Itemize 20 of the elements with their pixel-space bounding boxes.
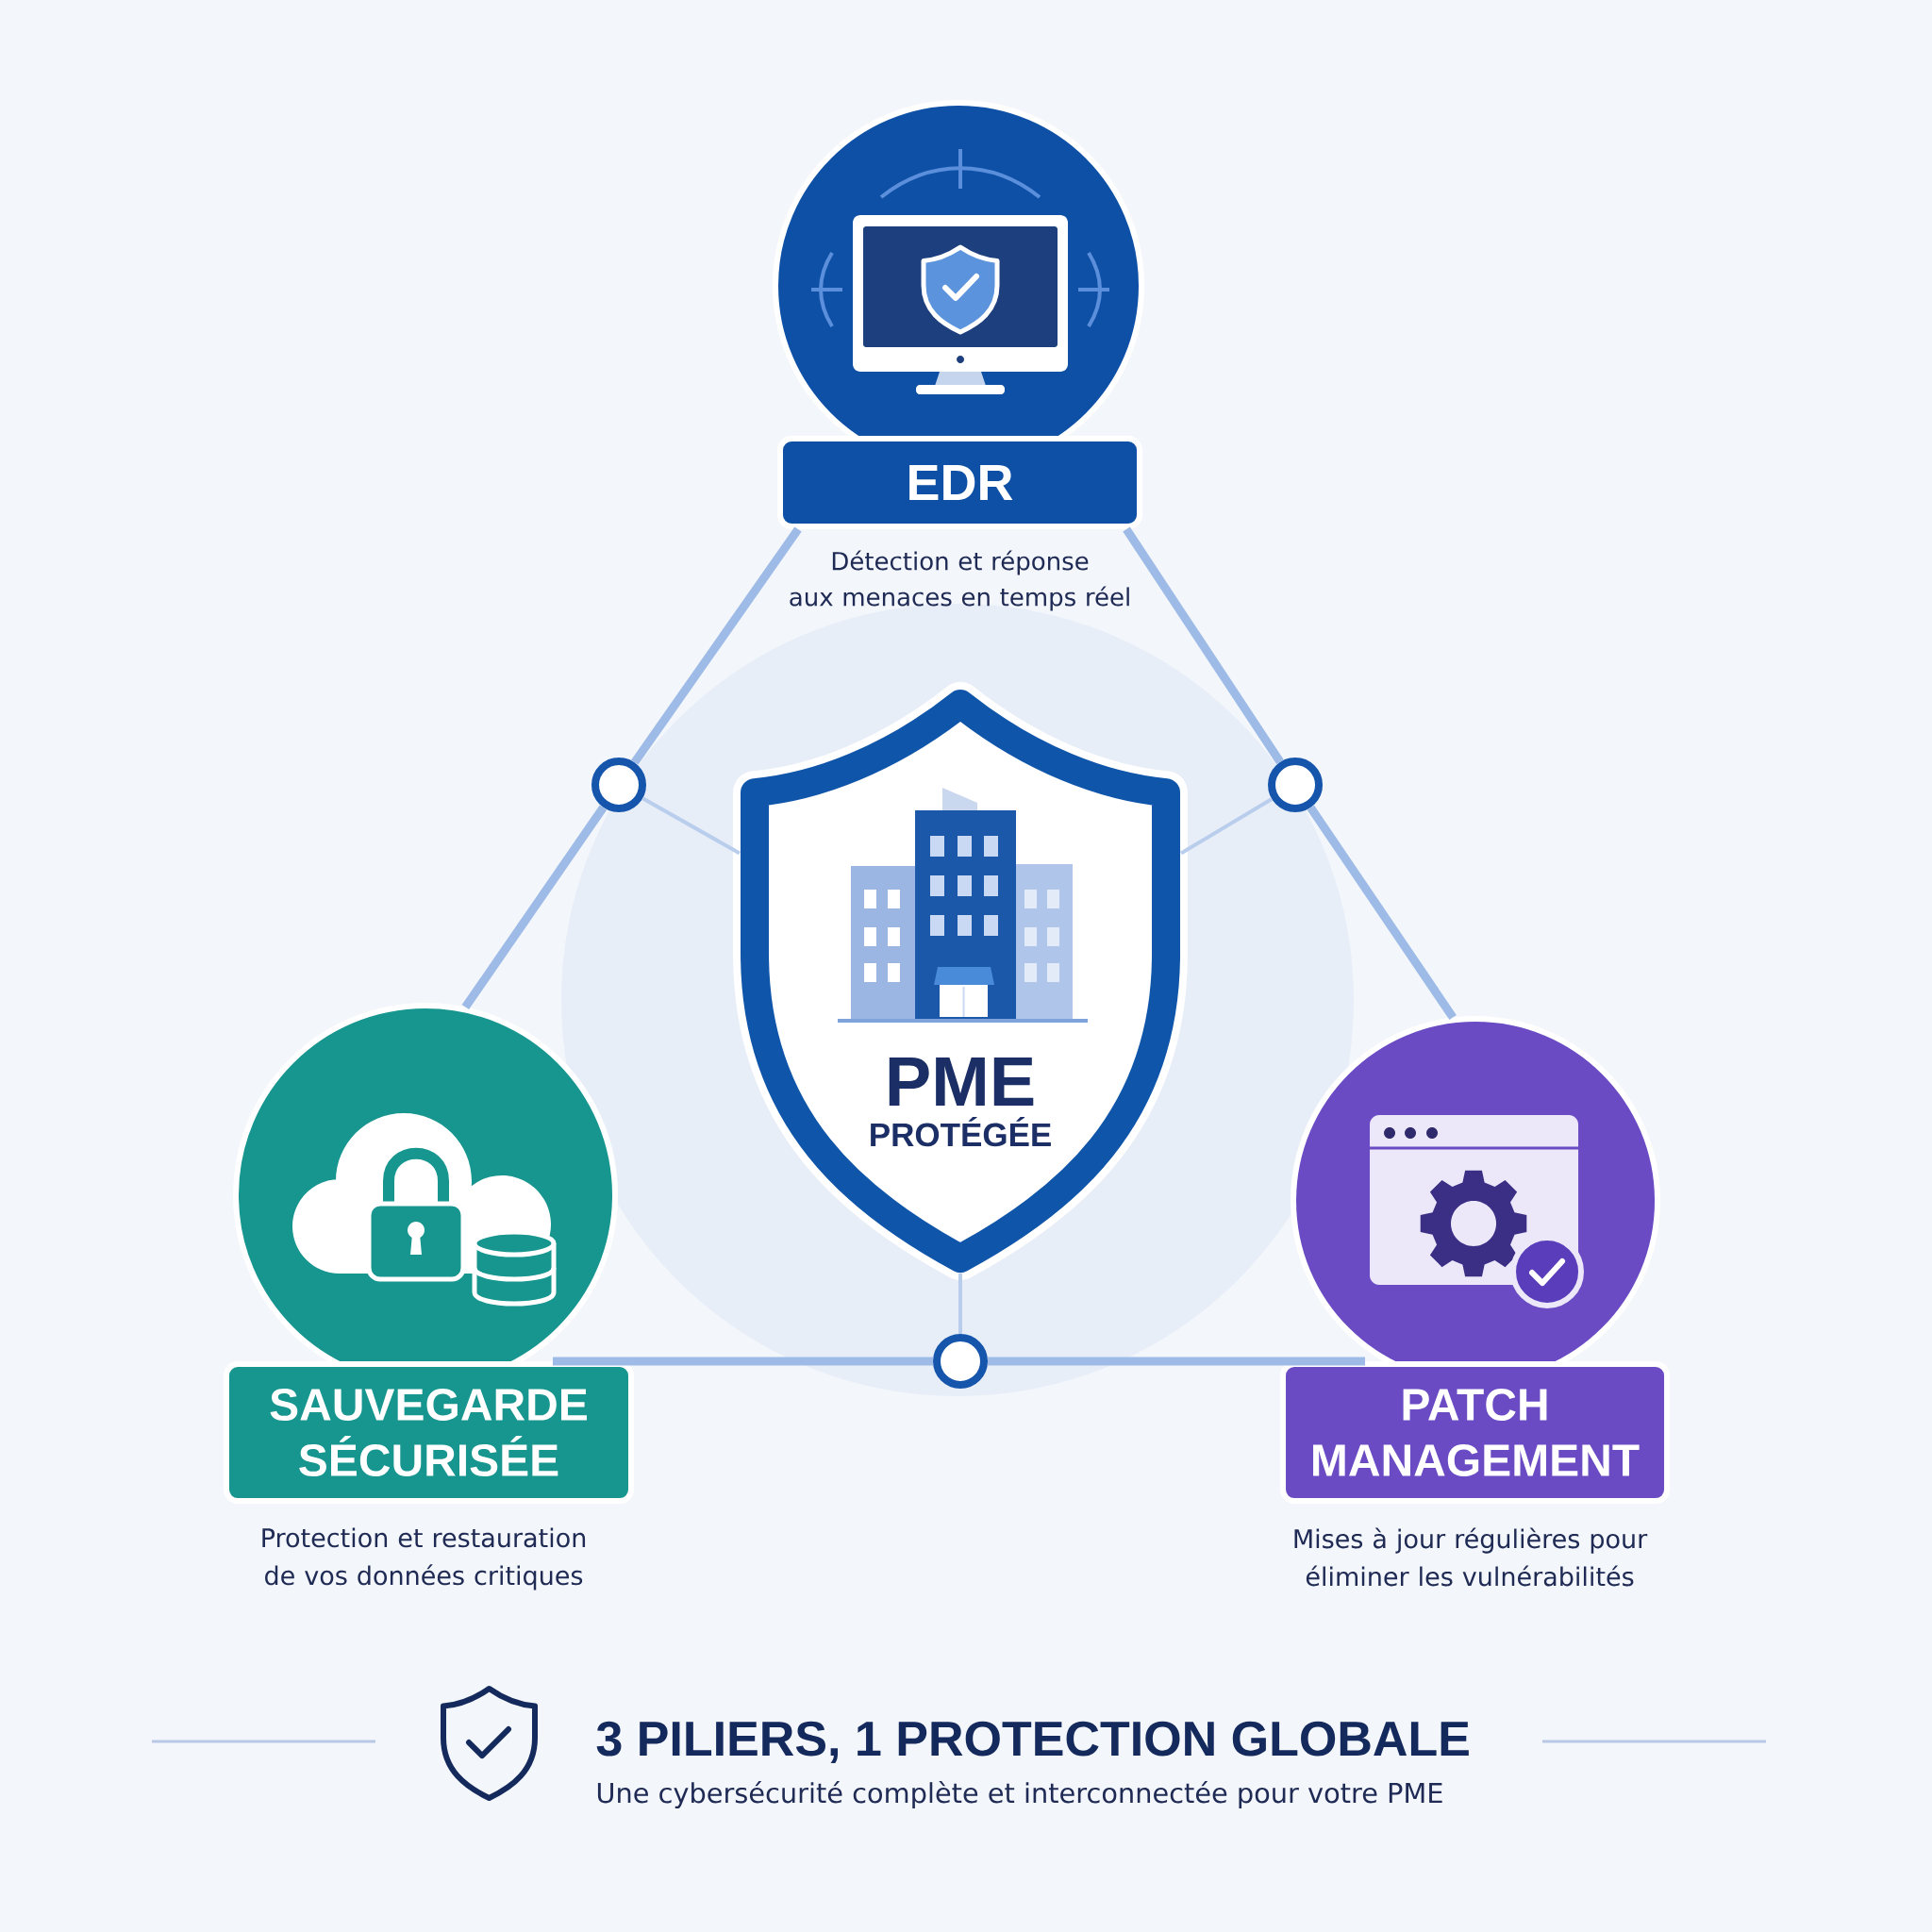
subtitle-text: Une cybersécurité complète et interconnectée pour votre PME [597, 1781, 1442, 1808]
connector-line [630, 526, 802, 765]
junction-ring [933, 1334, 988, 1389]
connector-line [1123, 526, 1284, 765]
title-banner: EDR [777, 436, 1142, 529]
connector-line [641, 796, 741, 856]
connector-line [1307, 805, 1457, 1020]
connector-line [1180, 797, 1274, 856]
connector-line [958, 1274, 962, 1334]
connector-line [988, 1357, 1365, 1366]
title-banner: PATCH MANAGEMENT [1280, 1361, 1671, 1504]
junction-ring [1268, 758, 1324, 812]
title-banner: SAUVEGARDE SÉCURISÉE [224, 1361, 634, 1504]
connector-line [461, 805, 608, 1009]
junction-ring [591, 758, 646, 812]
description-text: Détection et réponse aux menaces en temps réel [790, 550, 1129, 611]
title-text: 3 PILIERS, 1 PROTECTION GLOBALE [596, 1721, 1469, 1764]
connector-line [553, 1357, 933, 1366]
description-text: Mises à jour régulières pour éliminer les vulnérabilités [1294, 1527, 1648, 1587]
description-text: Protection et restauration de vos données critiques [262, 1527, 586, 1591]
